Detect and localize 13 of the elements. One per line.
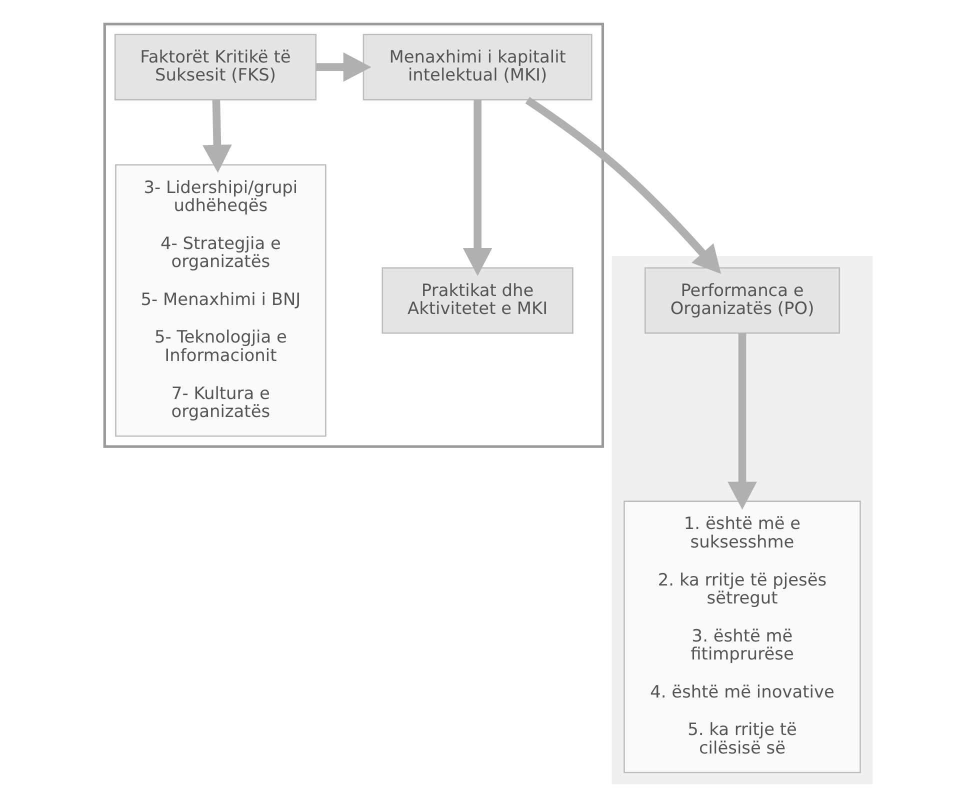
cluster [611,256,872,784]
cluster [102,22,604,448]
arrow [202,100,232,173]
arrow [462,100,492,276]
arrow [524,96,721,274]
node-box: 1. është më e suksesshme 2. ka rritje të pjesës sëtregut 3. është më fitimprurëse 4. është më inovative 5. ka rritje të cilësisë së [623,500,860,774]
node-box: Faktorët Kritikë të Suksesit (FKS) [114,34,316,100]
node-box: 3- Lidershipi/grupi udhëheqës 4- Strategjia e organizatës 5- Menaxhimi i BNJ 5- Teknologjia e Informacionit 7- Kultura e organizatës [114,164,326,437]
arrow [316,52,371,82]
node-box: Performanca e Organizatës (PO) [644,267,840,334]
node-box: Menaxhimi i kapitalit intelektual (MKI) [362,34,592,100]
arrow [727,333,756,510]
node-box: Praktikat dhe Aktivitetet e MKI [381,267,573,334]
